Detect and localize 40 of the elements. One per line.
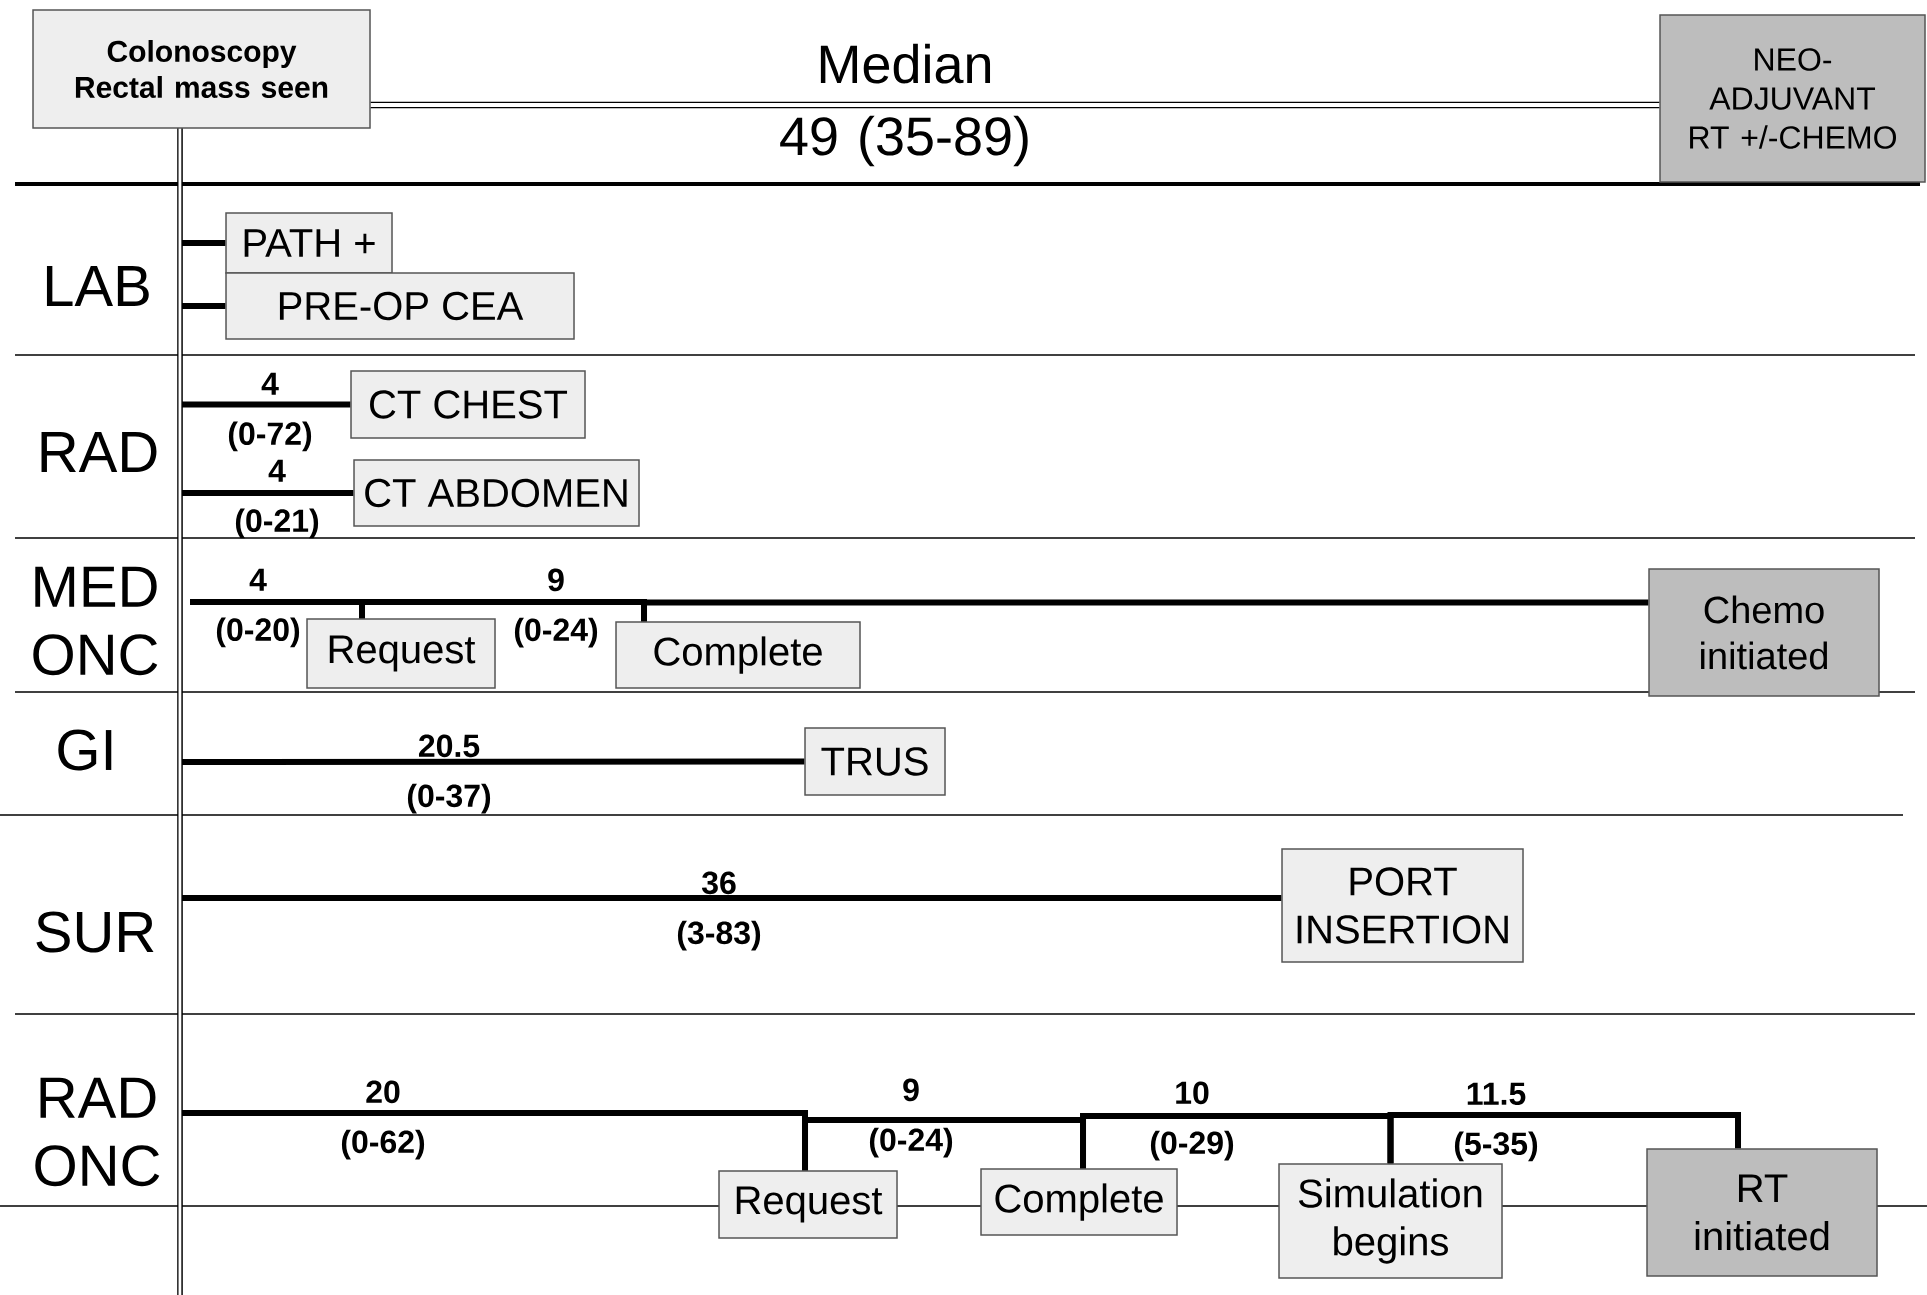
milestone-box: Chemo initiated xyxy=(1648,568,1880,697)
connector-line xyxy=(182,303,226,309)
edge-label: 10 (0-29) xyxy=(1150,1081,1234,1161)
edge-label: 20.5 (0-37) xyxy=(407,734,491,814)
step-box: PORT INSERTION xyxy=(1281,848,1524,963)
connector-line xyxy=(641,599,1649,622)
step-box: CT ABDOMEN xyxy=(353,459,640,527)
edge-label: Median 49 (35-89) xyxy=(780,43,1028,167)
connector-line xyxy=(182,490,354,496)
row-label: LAB xyxy=(46,266,149,306)
row-label: RAD ONC xyxy=(35,1077,160,1187)
connector-line xyxy=(182,401,351,408)
step-box: Colonoscopy Rectal mass seen xyxy=(32,9,371,129)
row-label: GI xyxy=(58,729,112,771)
step-box: Complete xyxy=(980,1168,1178,1236)
step-box: CT CHEST xyxy=(350,370,586,439)
step-box: Request xyxy=(306,618,496,689)
edge-label: 36 (3-83) xyxy=(677,871,761,951)
step-box: TRUS xyxy=(804,727,946,796)
edge-label: 4 (0-20) xyxy=(216,568,300,648)
edge-label: 9 (0-24) xyxy=(869,1078,953,1158)
connector-line xyxy=(182,240,226,246)
edge-label: 20 (0-62) xyxy=(341,1080,425,1160)
row-label: MED ONC xyxy=(33,566,158,676)
edge-label: 11.5 (5-35) xyxy=(1454,1082,1538,1162)
row-label: SUR xyxy=(36,911,154,953)
step-box: Request xyxy=(718,1170,898,1239)
connector-line xyxy=(370,101,1660,109)
edge-label: 9 (0-24) xyxy=(514,568,598,648)
edge-label: 4 (0-72) xyxy=(228,372,312,452)
step-box: Simulation begins xyxy=(1278,1163,1503,1279)
connector-line xyxy=(182,895,1282,901)
step-box: PATH + xyxy=(225,212,393,274)
milestone-box: NEO-ADJUVANT RT +/-CHEMO xyxy=(1659,14,1926,183)
connector-line xyxy=(1387,1112,1741,1164)
step-box: Complete xyxy=(615,621,861,689)
milestone-box: RT initiated xyxy=(1646,1148,1878,1277)
row-label: RAD xyxy=(41,432,157,472)
connector-line xyxy=(182,758,805,765)
edge-label: 4 (0-21) xyxy=(235,459,319,539)
